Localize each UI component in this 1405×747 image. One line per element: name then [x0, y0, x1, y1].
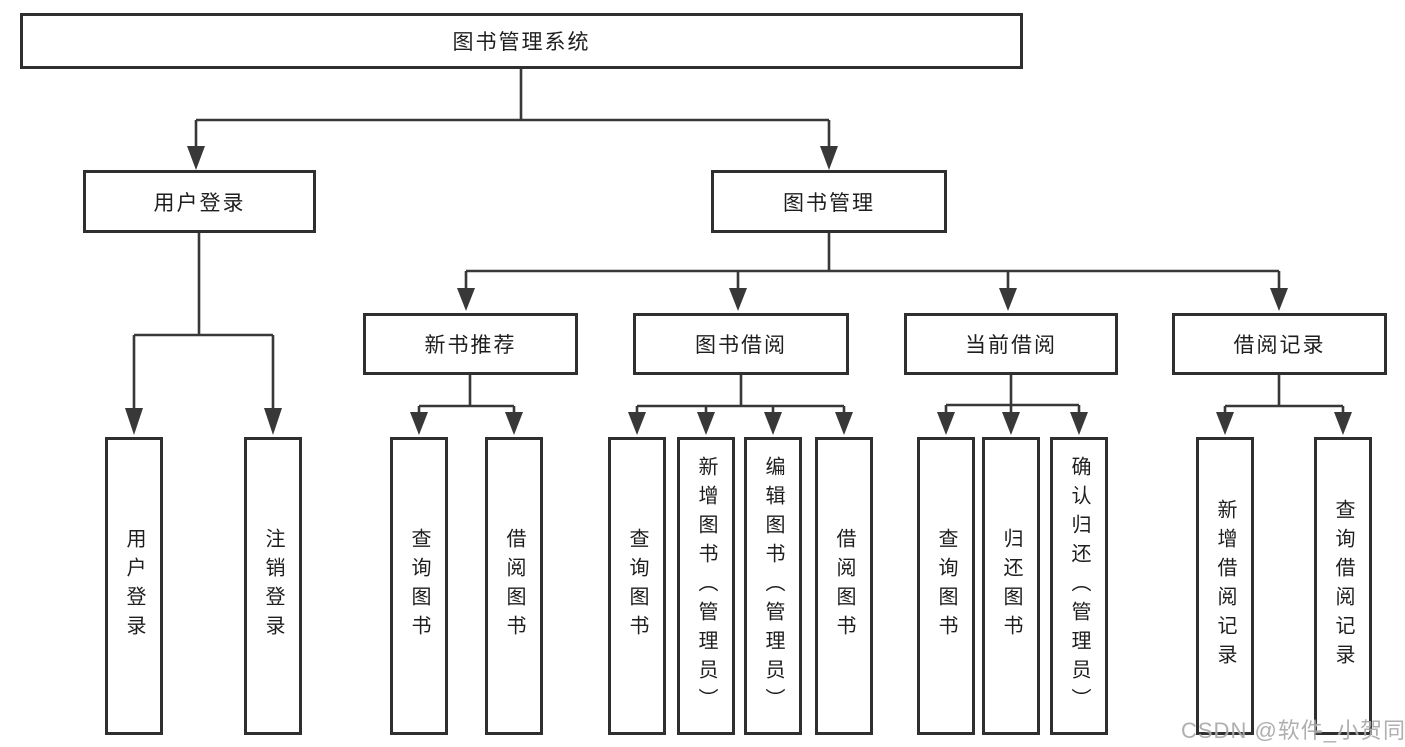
leaf-user-login: 用户登录: [105, 437, 163, 735]
leaf-borrow-books-1-label: 借阅图书: [503, 528, 525, 644]
leaf-borrow-books-2-label: 借阅图书: [833, 528, 855, 644]
leaf-query-books-1: 查询图书: [390, 437, 448, 735]
leaf-return-book-label: 归还图书: [1000, 528, 1022, 644]
node-book-borrow-label: 图书借阅: [695, 334, 787, 357]
leaf-edit-book-admin: 编辑图书（管理员）: [744, 437, 802, 735]
node-borrow-records-label: 借阅记录: [1233, 334, 1326, 357]
leaf-add-book-admin-label: 新增图书（管理员）: [695, 455, 717, 717]
leaf-logout: 注销登录: [244, 437, 302, 735]
node-current-borrow: 当前借阅: [904, 313, 1118, 375]
leaf-add-book-admin: 新增图书（管理员）: [677, 437, 735, 735]
node-borrow-records: 借阅记录: [1172, 313, 1387, 375]
node-new-book-recommend-label: 新书推荐: [424, 334, 517, 357]
leaf-confirm-return-admin-label: 确认归还（管理员）: [1068, 455, 1090, 717]
node-root: 图书管理系统: [20, 13, 1023, 69]
node-root-label: 图书管理系统: [452, 31, 591, 54]
leaf-add-borrow-record: 新增借阅记录: [1196, 437, 1254, 735]
leaf-query-books-1-label: 查询图书: [408, 528, 430, 644]
leaf-query-books-2-label: 查询图书: [626, 528, 648, 644]
node-book-management: 图书管理: [711, 170, 947, 233]
leaf-query-books-3: 查询图书: [917, 437, 975, 735]
watermark: CSDN @软件_小贺同学: [1181, 718, 1405, 743]
leaf-logout-label: 注销登录: [262, 528, 284, 644]
leaf-query-books-3-label: 查询图书: [935, 528, 957, 644]
leaf-user-login-label: 用户登录: [123, 528, 145, 644]
leaf-borrow-books-2: 借阅图书: [815, 437, 873, 735]
leaf-query-books-2: 查询图书: [608, 437, 666, 735]
node-book-management-label: 图书管理: [783, 191, 875, 215]
leaf-edit-book-admin-label: 编辑图书（管理员）: [762, 455, 784, 717]
node-book-borrow: 图书借阅: [633, 313, 849, 375]
node-user-login-label: 用户登录: [153, 191, 246, 215]
leaf-confirm-return-admin: 确认归还（管理员）: [1050, 437, 1108, 735]
leaf-add-borrow-record-label: 新增借阅记录: [1214, 499, 1236, 673]
leaf-borrow-books-1: 借阅图书: [485, 437, 543, 735]
node-new-book-recommend: 新书推荐: [363, 313, 578, 375]
leaf-query-borrow-record-label: 查询借阅记录: [1332, 499, 1354, 673]
node-user-login: 用户登录: [83, 170, 316, 233]
leaf-return-book: 归还图书: [982, 437, 1040, 735]
leaf-query-borrow-record: 查询借阅记录: [1314, 437, 1372, 735]
node-current-borrow-label: 当前借阅: [965, 334, 1057, 357]
